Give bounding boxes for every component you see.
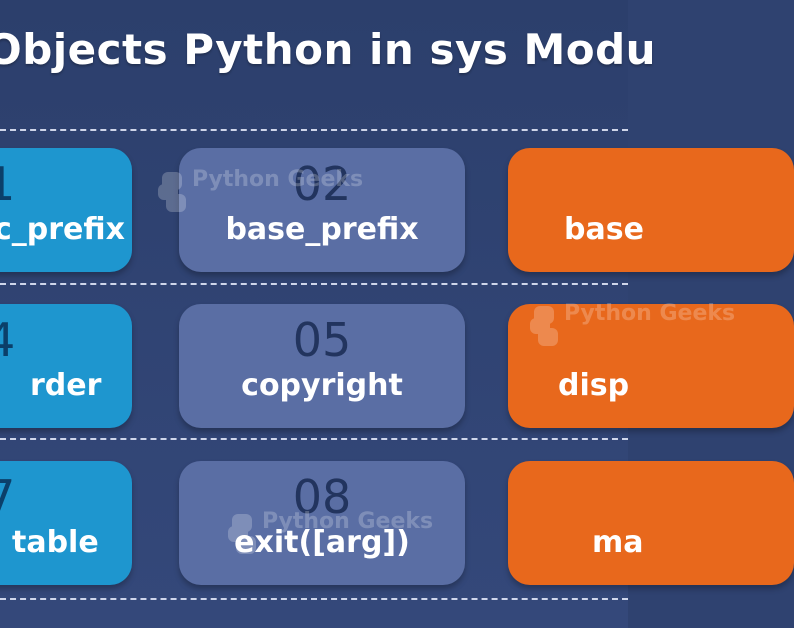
card-06: disp	[508, 304, 794, 428]
card-label: ma	[592, 525, 644, 560]
card-04: 4 rder	[0, 304, 132, 428]
card-07: 7 table	[0, 461, 132, 585]
dashed-divider	[0, 283, 628, 285]
card-number: 4	[0, 313, 16, 367]
dashed-divider	[0, 438, 628, 440]
card-label: table	[12, 525, 99, 560]
card-label: rder	[30, 368, 102, 403]
card-label: disp	[558, 368, 630, 403]
card-number: 08	[292, 470, 352, 524]
card-08: 08 exit([arg])	[179, 461, 465, 585]
dashed-divider	[0, 598, 628, 600]
card-03: base	[508, 148, 794, 272]
dashed-divider	[0, 129, 628, 131]
card-02: 02 base_prefix	[179, 148, 465, 272]
card-number: 02	[292, 157, 352, 211]
card-label: exit([arg])	[234, 525, 410, 560]
card-label: base	[564, 212, 644, 247]
page-title: Objects Python in sys Modu	[0, 25, 657, 74]
card-05: 05 copyright	[179, 304, 465, 428]
card-09: ma	[508, 461, 794, 585]
card-label: base_prefix	[225, 212, 419, 247]
card-label: c_prefix	[0, 212, 125, 247]
card-number: 05	[292, 313, 352, 367]
card-label: copyright	[241, 368, 403, 403]
card-01: 1 c_prefix	[0, 148, 132, 272]
card-number: 1	[0, 157, 16, 211]
card-number: 7	[0, 470, 16, 524]
